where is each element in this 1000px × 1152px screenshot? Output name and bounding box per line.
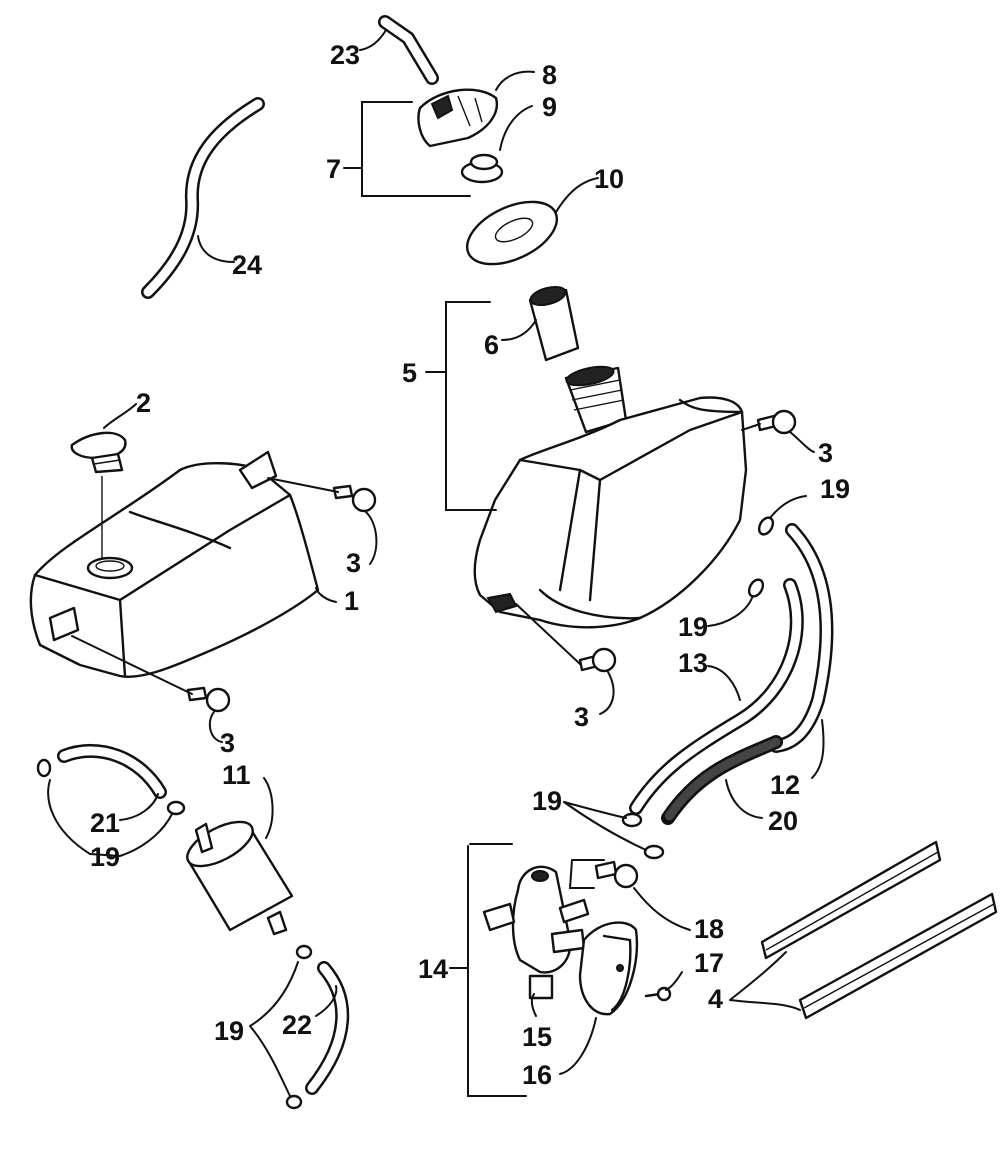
gasket-10	[465, 200, 559, 266]
cap-screw-3-upper-left	[332, 484, 377, 513]
callout-8: 8	[542, 60, 557, 90]
valve-mount-screw-18	[594, 860, 639, 889]
callout-16: 16	[522, 1060, 552, 1090]
callout-7: 7	[326, 154, 341, 184]
valve-handle-16	[578, 921, 638, 1016]
fuel-hose-22	[305, 961, 350, 1095]
filler-sleeve-6	[528, 285, 580, 362]
fuel-hose-21	[57, 743, 167, 799]
fuel-hose-12	[769, 523, 834, 753]
valve-screw-17	[644, 986, 672, 1002]
callout-23: 23	[330, 40, 360, 70]
leader-lines	[47, 29, 825, 1097]
callout-3-lower-right: 3	[574, 702, 589, 732]
callout-13: 13	[678, 648, 708, 678]
cap-screw-3-lower-right	[578, 647, 617, 673]
vent-hose-23	[378, 15, 439, 85]
callout-11: 11	[222, 760, 251, 790]
foam-strip-4	[760, 840, 998, 1020]
cap-screw-3-lower-left	[186, 686, 231, 713]
callout-4: 4	[708, 984, 723, 1014]
gas-cap-8	[417, 88, 499, 148]
callout-labels: 23 8 9 7 10 24 6 5 2 3 19 3 1 19 13 3 3 …	[90, 40, 850, 1090]
callout-22: 22	[282, 1010, 312, 1040]
callout-3-upper-left: 3	[346, 548, 361, 578]
callout-12: 12	[770, 770, 800, 800]
callout-21: 21	[90, 808, 120, 838]
callout-5: 5	[402, 358, 417, 388]
overflow-tank-1	[29, 450, 320, 678]
callout-19-upper: 19	[820, 474, 850, 504]
cap-gasket-9	[460, 153, 504, 184]
callout-3-upper-right: 3	[818, 438, 833, 468]
callout-19-left: 19	[90, 842, 120, 872]
callout-19-mid: 19	[678, 612, 708, 642]
callout-2: 2	[136, 388, 151, 418]
callout-14: 14	[418, 954, 448, 984]
fuel-valve-15	[482, 865, 590, 1000]
callout-9: 9	[542, 92, 557, 122]
fuel-hose-13	[629, 578, 804, 815]
callout-1: 1	[344, 586, 359, 616]
callout-24: 24	[232, 250, 262, 280]
callout-20: 20	[768, 806, 798, 836]
callout-19-lower: 19	[214, 1016, 244, 1046]
callout-18: 18	[694, 914, 724, 944]
callout-19-center: 19	[532, 786, 562, 816]
callout-10: 10	[594, 164, 624, 194]
gas-tank-5	[473, 365, 748, 629]
vent-hose-24	[141, 97, 265, 299]
callout-15: 15	[522, 1022, 552, 1052]
overflow-cap-2	[70, 431, 127, 474]
callout-3-lower-left: 3	[220, 728, 235, 758]
callout-6: 6	[484, 330, 499, 360]
fuel-filter-11	[186, 820, 294, 936]
hose-clamp-19	[36, 516, 775, 1110]
cap-screw-3-upper-right	[756, 409, 797, 435]
callout-17: 17	[694, 948, 724, 978]
fuel-hose-20	[661, 735, 783, 825]
